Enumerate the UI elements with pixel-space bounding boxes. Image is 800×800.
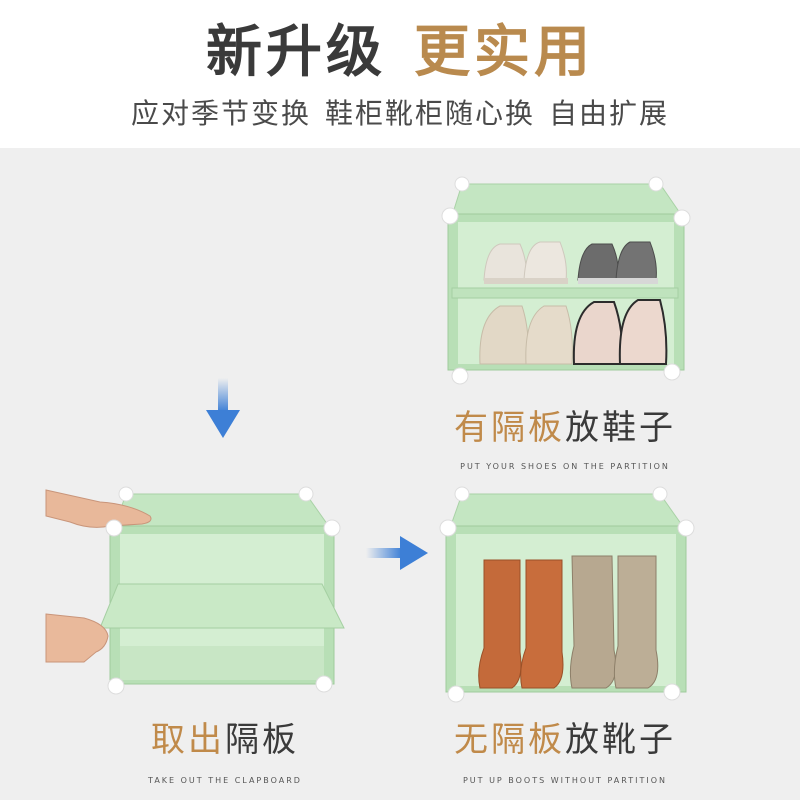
boots-beige <box>569 555 659 689</box>
caption-boots-en: PUT UP BOOTS WITHOUT PARTITION <box>462 776 668 785</box>
sneakers-upper-left <box>483 241 568 284</box>
sneakers-upper-right <box>577 241 658 284</box>
boots-brown <box>478 559 564 689</box>
page-title: 新升级更实用 <box>0 18 800 88</box>
cabinet-removing-partition <box>45 486 345 695</box>
subtitle-part: 应对季节变换 <box>130 97 311 130</box>
cabinet-without-partition <box>439 486 695 703</box>
hand-upper <box>45 489 152 528</box>
caption-shoes: 有隔板放鞋子 <box>430 406 700 450</box>
caption-shoes-dark: 放鞋子 <box>565 408 676 448</box>
caption-remove-en: TAKE OUT THE CLAPBOARD <box>148 776 302 785</box>
hand-lower <box>45 613 109 663</box>
right-arrow-icon <box>366 536 428 570</box>
subtitle-part: 自由扩展 <box>549 97 670 130</box>
caption-shoes-en: PUT YOUR SHOES ON THE PARTITION <box>460 462 670 471</box>
sneakers-lower-right <box>572 299 668 365</box>
cabinet-with-partition <box>441 176 691 385</box>
subtitle-part: 鞋柜靴柜随心换 <box>324 97 535 130</box>
page-subtitle: 应对季节变换鞋柜靴柜随心换自由扩展 <box>0 94 800 134</box>
title-right: 更实用 <box>414 20 594 85</box>
sneakers-lower-left <box>479 305 573 365</box>
caption-remove: 取出隔板 <box>120 718 330 762</box>
caption-shoes-gold: 有隔板 <box>454 408 565 448</box>
caption-boots-gold: 无隔板 <box>454 720 565 760</box>
caption-remove-dark: 隔板 <box>225 720 299 760</box>
caption-boots: 无隔板放靴子 <box>430 718 700 762</box>
header: 新升级更实用 应对季节变换鞋柜靴柜随心换自由扩展 <box>0 0 800 148</box>
caption-boots-dark: 放靴子 <box>565 720 676 760</box>
title-left: 新升级 <box>206 20 386 85</box>
caption-remove-gold: 取出 <box>151 720 225 760</box>
down-arrow-icon <box>206 378 240 438</box>
